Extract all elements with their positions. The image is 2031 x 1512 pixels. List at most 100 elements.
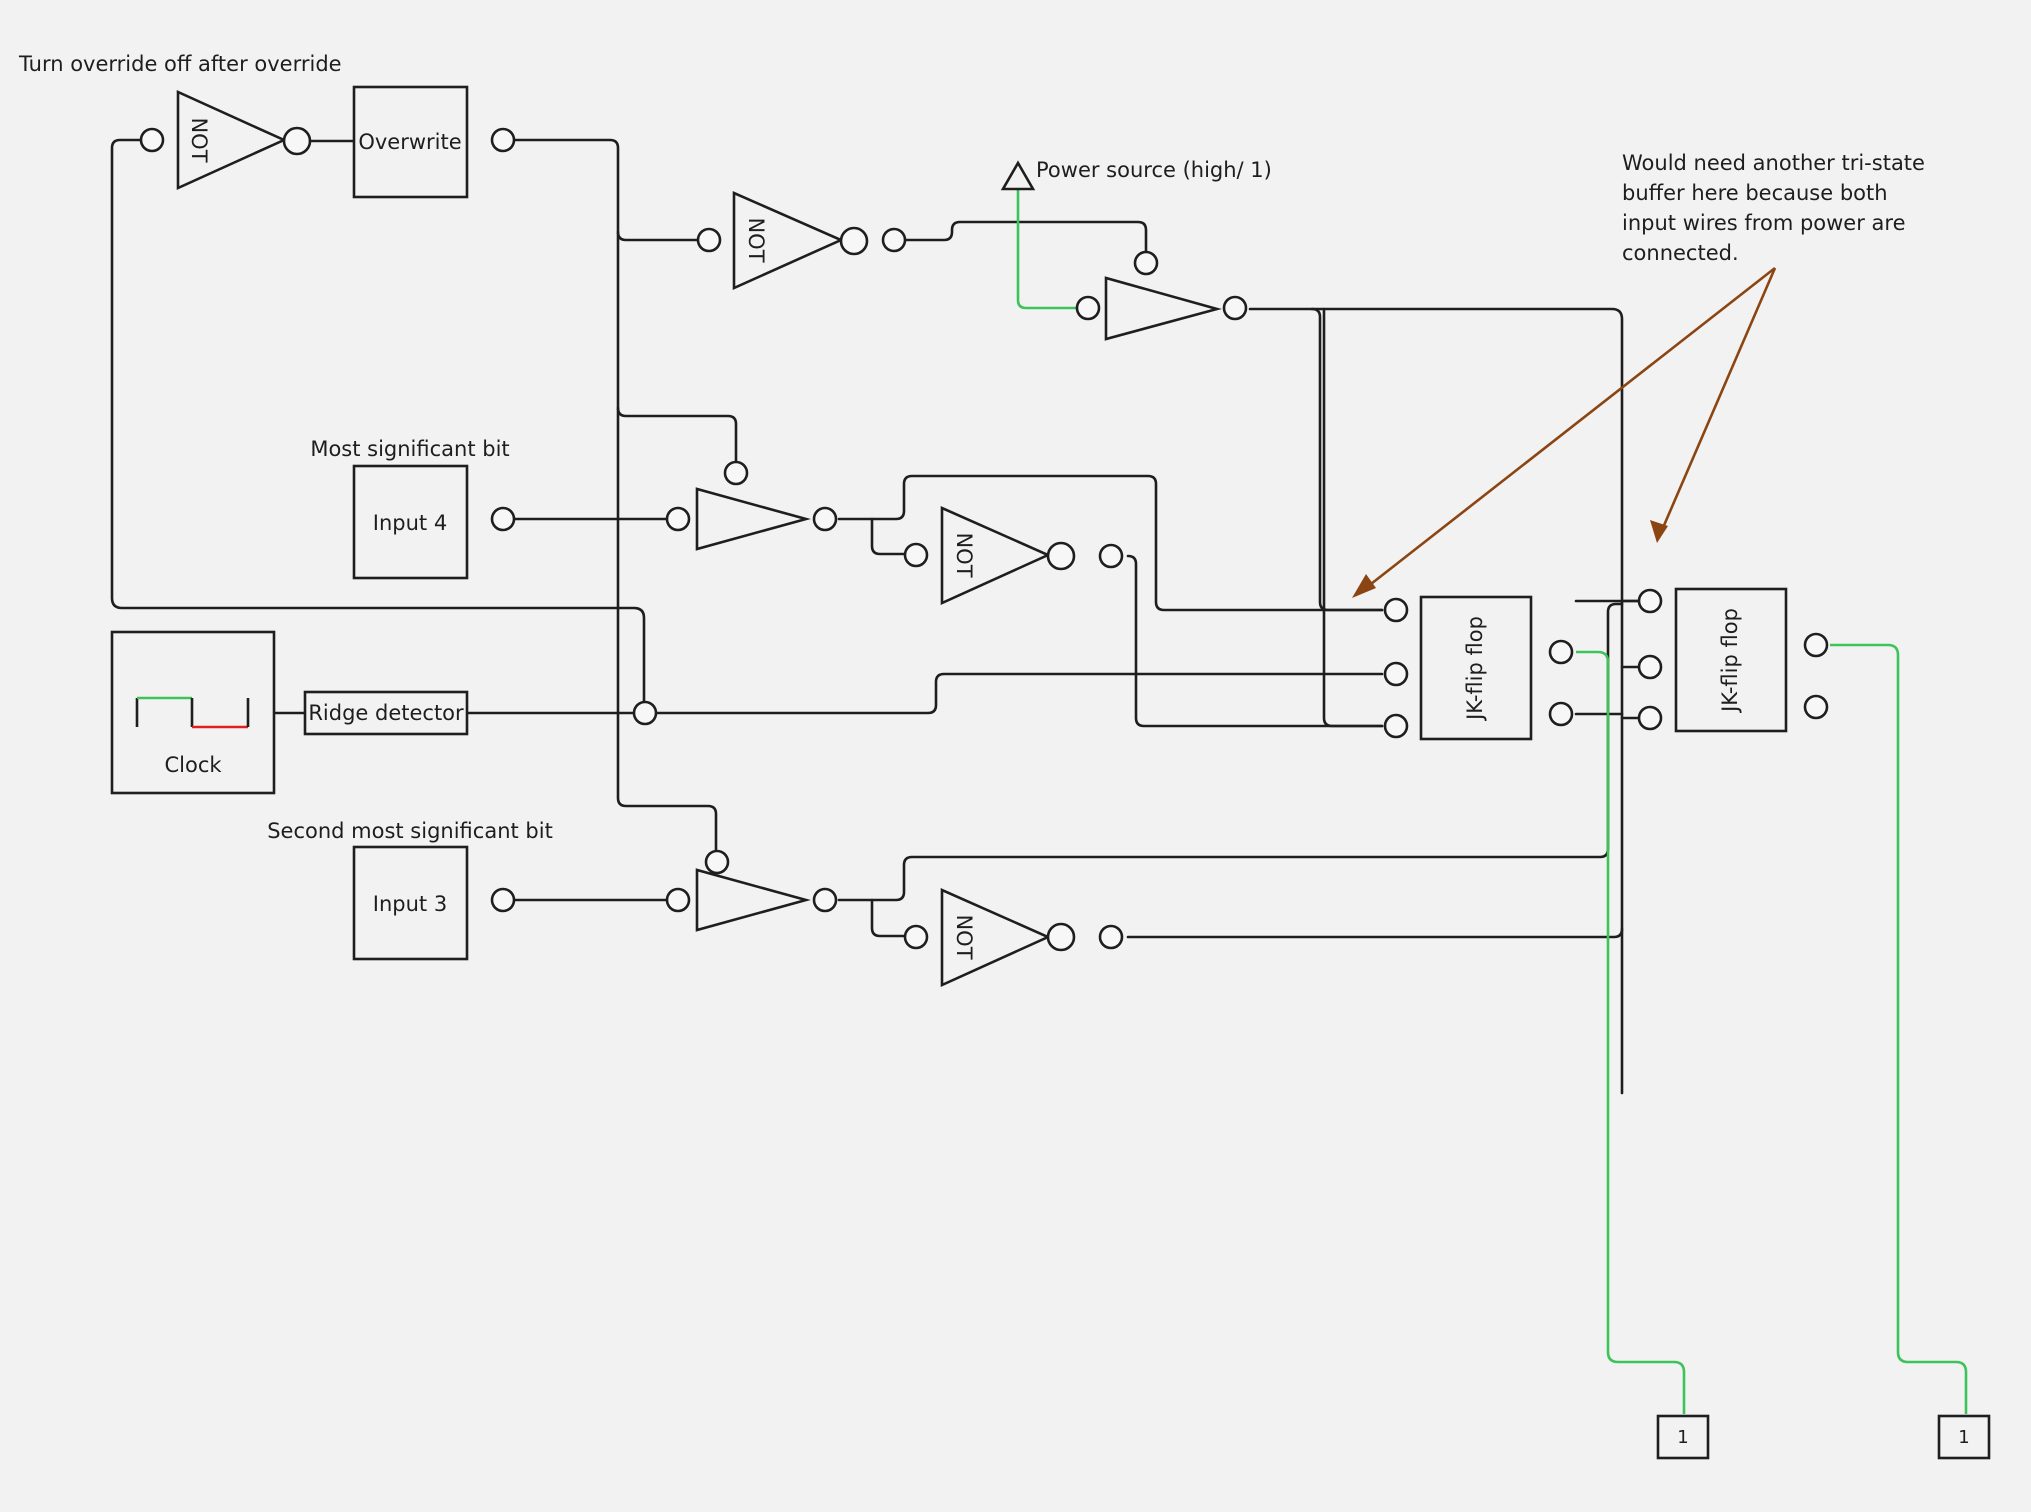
pin-ridge-junction xyxy=(632,700,658,726)
pin-buf3-enable xyxy=(704,849,730,875)
overwrite-block xyxy=(352,85,469,199)
annotation-arrows xyxy=(1352,266,1777,598)
not3-label: NOT xyxy=(952,914,976,959)
not-top-bubble xyxy=(839,226,869,256)
second-msb-label: Second most significant bit xyxy=(267,819,553,843)
pin-jk2-qbar xyxy=(1803,694,1829,720)
pin-jk1-qbar xyxy=(1548,701,1574,727)
pin-buf3-in xyxy=(665,887,691,913)
tri-state-buffer-icon xyxy=(695,487,811,551)
ridge-detector-block xyxy=(303,690,469,736)
pin-overwrite-out xyxy=(490,127,516,153)
output-1-label: 1 xyxy=(1677,1427,1688,1448)
not-gate-override: NOT xyxy=(176,89,356,191)
wire-jk2-q-out2 xyxy=(1830,643,1968,1414)
wire-power-jk1-k xyxy=(1322,307,1384,728)
not-gate-icon xyxy=(940,506,1052,606)
wire-power-source-buffer xyxy=(1016,186,1076,310)
pin-buf4-enable xyxy=(723,460,749,486)
output-2 xyxy=(1937,1414,1991,1460)
pin-jk2-clk xyxy=(1637,654,1663,680)
wire-override-loop xyxy=(110,138,646,714)
pin-input3-out xyxy=(490,887,516,913)
tri-state-buffer-icon xyxy=(695,868,811,932)
not-gate-second: NOT xyxy=(940,888,1076,988)
jk1-label: JK-flip flop xyxy=(1463,616,1487,722)
pin-jk1-k xyxy=(1383,713,1409,739)
not-gate-top: NOT xyxy=(732,191,869,291)
pin-jk2-j xyxy=(1637,588,1663,614)
pin-buf3-out xyxy=(812,887,838,913)
pin-not-top-out xyxy=(881,227,907,253)
pin-not4-in xyxy=(903,542,929,568)
overwrite-label: Overwrite xyxy=(358,130,461,154)
annotation-line: buffer here because both xyxy=(1622,181,1888,205)
pin-not3-out xyxy=(1098,924,1124,950)
pin-jk2-q xyxy=(1803,632,1829,658)
wire-ridge-jk1-clk xyxy=(465,672,1384,715)
active-wires xyxy=(1016,186,1968,1414)
pin-not4-out xyxy=(1098,543,1124,569)
annotation-line: input wires from power are xyxy=(1622,211,1906,235)
jk-flip-flop-2 xyxy=(1674,587,1788,733)
output-2-label: 1 xyxy=(1958,1427,1969,1448)
pin-buf4-out xyxy=(812,506,838,532)
not4-label: NOT xyxy=(952,532,976,577)
wire-jk1-q-out1 xyxy=(1576,650,1686,1414)
not3-bubble xyxy=(1046,922,1076,952)
tri-state-buffer-icon xyxy=(1104,276,1222,341)
output-1 xyxy=(1656,1414,1710,1460)
wire-buf3-jk2 xyxy=(837,602,1624,902)
wire-bus-not-top xyxy=(616,230,700,242)
wire-buf3-not xyxy=(870,898,906,938)
wire-not3-jk2 xyxy=(1126,927,1624,939)
override-note: Turn override off after override xyxy=(18,52,342,76)
pin-override-in xyxy=(139,127,165,153)
not-top-label: NOT xyxy=(744,217,768,262)
pin-powerbuf-in xyxy=(1075,295,1101,321)
input3-label: Input 3 xyxy=(373,892,447,916)
annotation-arrow-jk2 xyxy=(1660,267,1777,531)
pin-jk1-clk xyxy=(1383,661,1409,687)
input4-label: Input 4 xyxy=(373,511,447,535)
pin-not-top-in xyxy=(696,227,722,253)
not-gate-msb: NOT xyxy=(940,506,1076,606)
not-override-bubble xyxy=(282,126,312,156)
wire-buf4-jk1-j xyxy=(837,474,1384,612)
not-gate-icon xyxy=(176,89,288,191)
annotation-note: Would need another tri-state buffer here… xyxy=(1622,151,1925,265)
annotation-arrowhead-jk2 xyxy=(1650,520,1668,543)
wire-not4-jk1-k xyxy=(1126,554,1384,728)
clock-wave-icon xyxy=(135,696,250,729)
pin-buf4-in xyxy=(665,506,691,532)
pin-not3-in xyxy=(903,924,929,950)
wire-buf4-not xyxy=(870,517,906,556)
input3-block xyxy=(352,845,469,961)
jk2-label: JK-flip flop xyxy=(1718,608,1742,714)
pin-input4-out xyxy=(490,506,516,532)
pin-jk1-j xyxy=(1383,597,1409,623)
input4-block xyxy=(352,464,469,580)
clock-label: Clock xyxy=(164,753,222,777)
not-gate-icon xyxy=(940,888,1052,988)
wire-power-jk1-j xyxy=(1310,307,1384,612)
jk-flip-flop-1 xyxy=(1419,595,1533,741)
power-source-triangle-icon xyxy=(1000,160,1036,191)
wire-power-jk xyxy=(1248,307,1624,1095)
wire-bus-buf4-enable xyxy=(616,406,738,464)
msb-label: Most significant bit xyxy=(310,437,509,461)
not4-bubble xyxy=(1046,541,1076,571)
pin-powerbuf-enable xyxy=(1133,250,1159,276)
annotation-line: Would need another tri-state xyxy=(1622,151,1925,175)
pin-jk1-q xyxy=(1548,639,1574,665)
wire-overwrite-bus xyxy=(512,138,718,852)
pin-jk2-k xyxy=(1637,705,1663,731)
annotation-arrow-jk1 xyxy=(1361,266,1776,593)
annotation-arrowhead-jk1 xyxy=(1352,574,1376,598)
pin-powerbuf-out xyxy=(1222,295,1248,321)
annotation-line: connected. xyxy=(1622,241,1739,265)
not-override-label: NOT xyxy=(187,117,211,162)
wire-not-to-powerbuf-enable xyxy=(904,220,1148,254)
not-gate-icon xyxy=(732,191,845,291)
